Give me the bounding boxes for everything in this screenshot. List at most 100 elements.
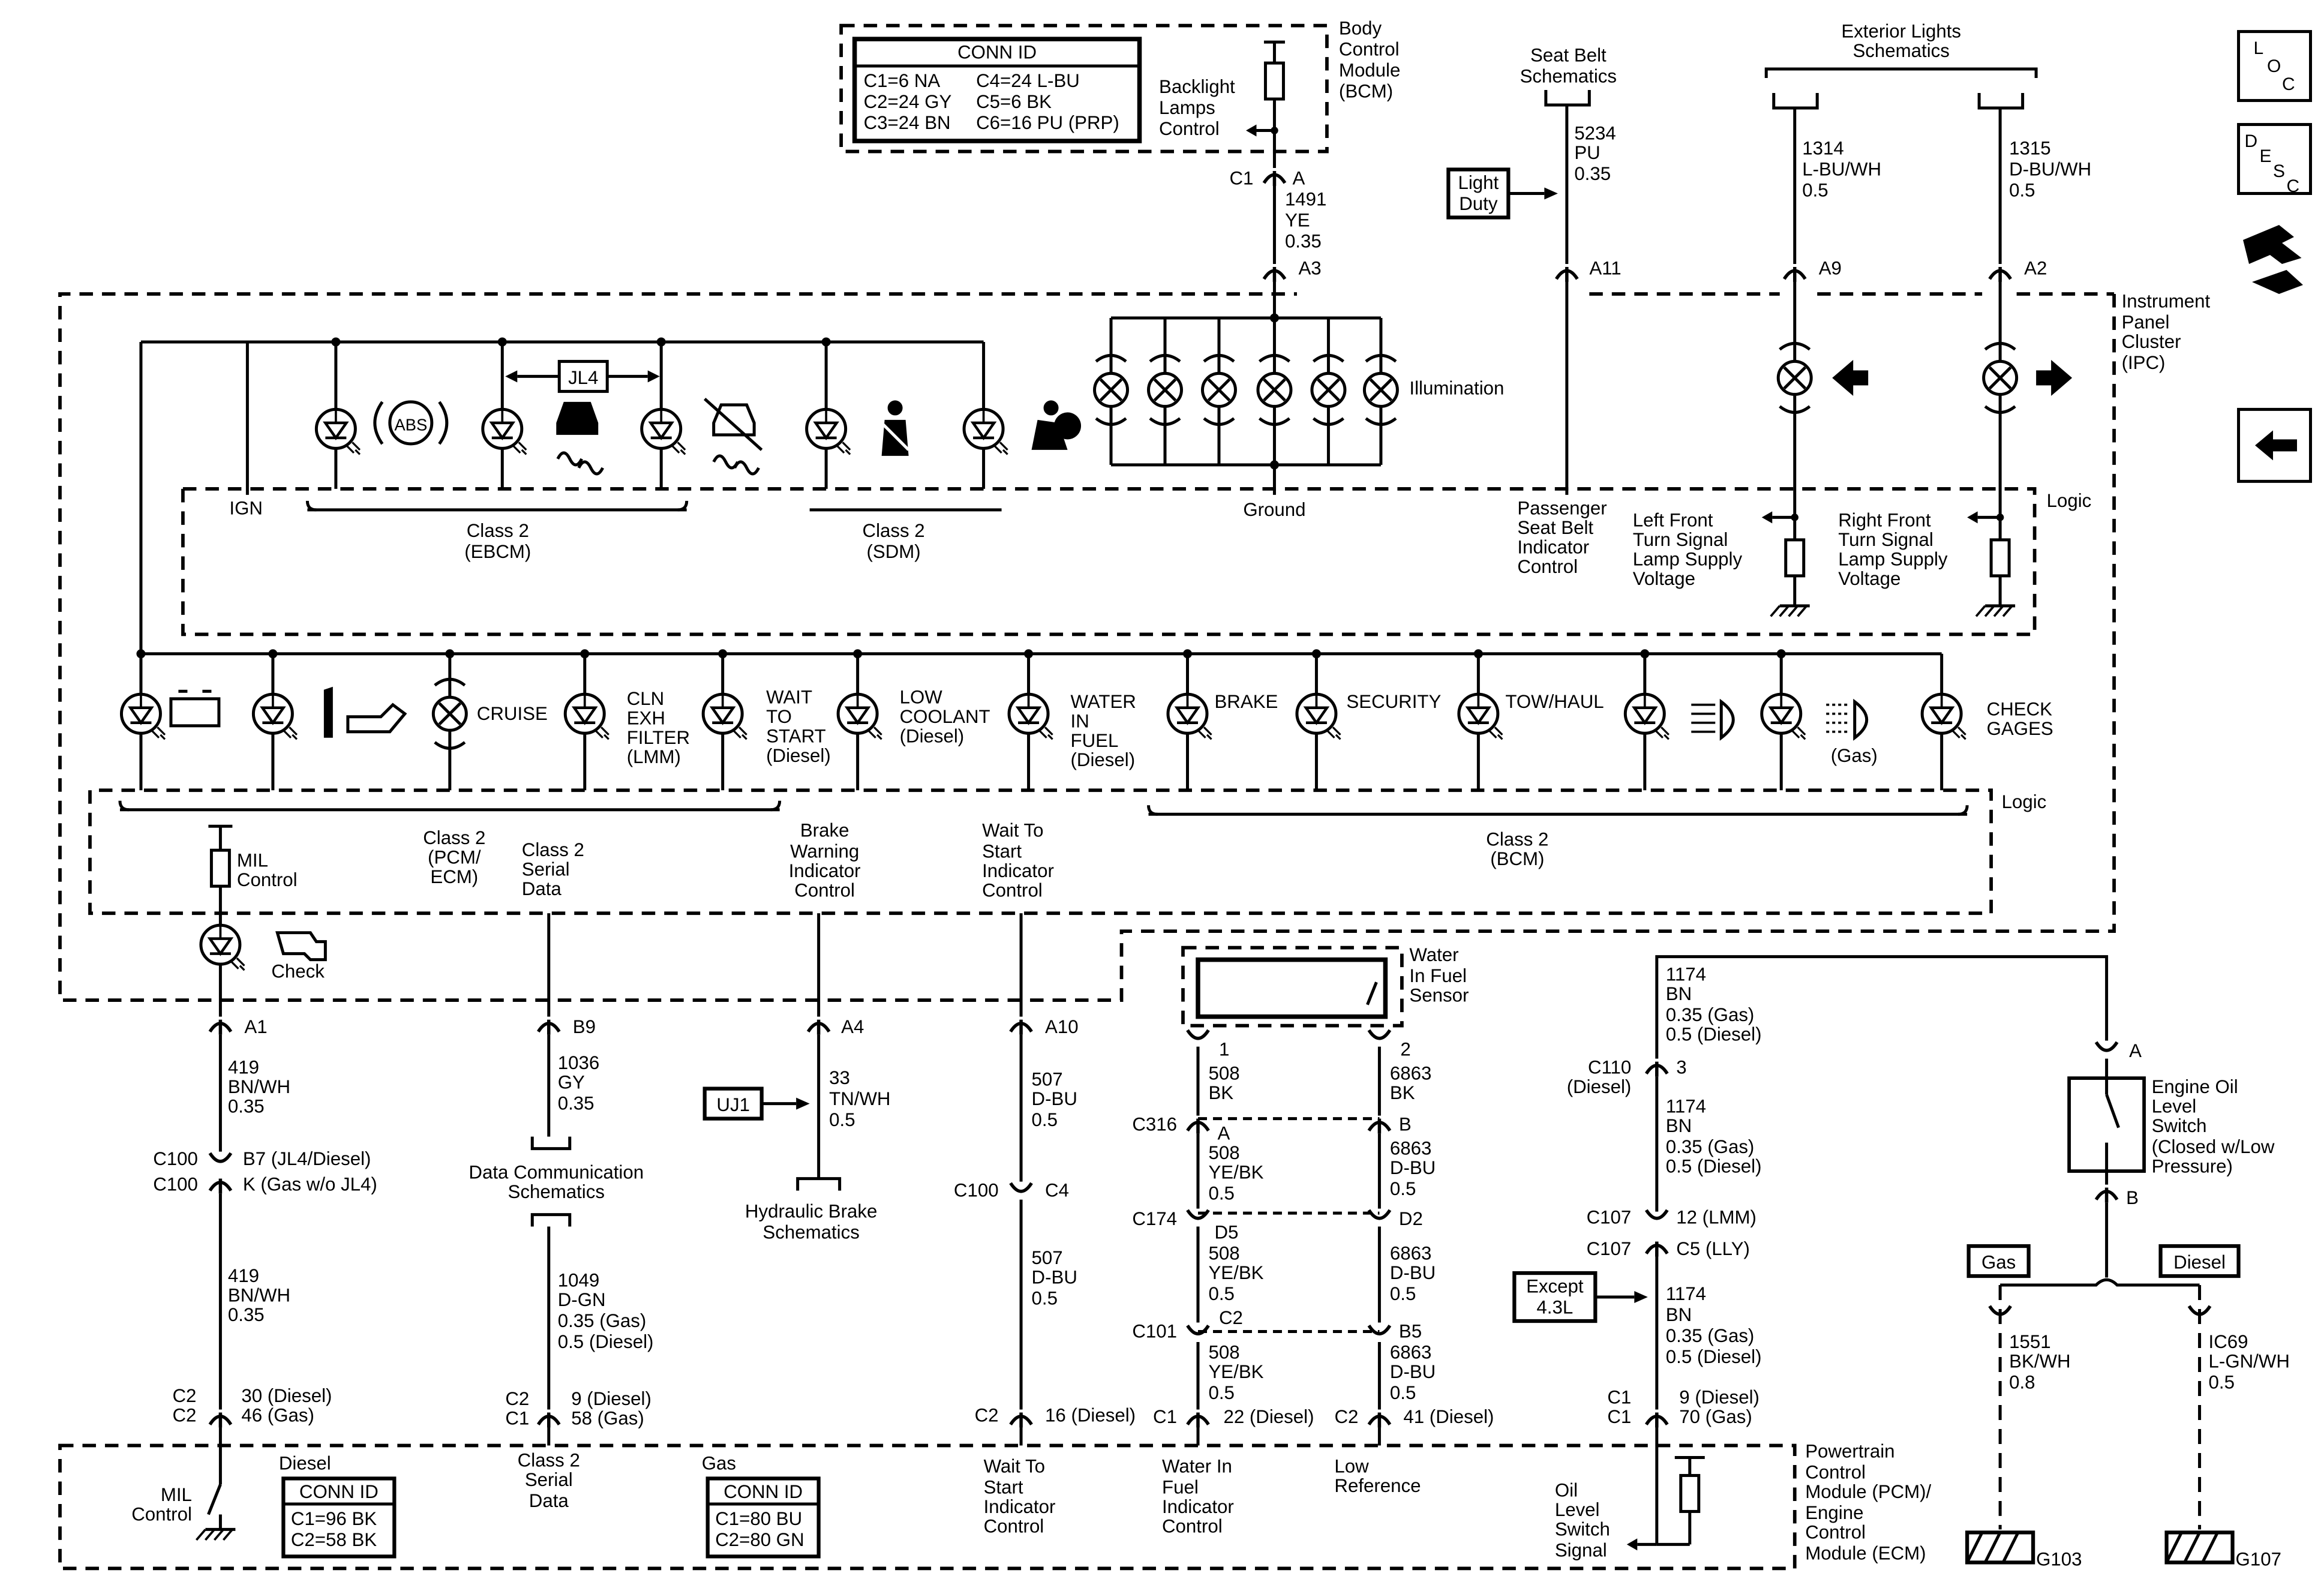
cln-2: EXH (627, 707, 665, 728)
oil-c107a: C107 (1587, 1207, 1632, 1228)
wif-l-wire3-num: 508 (1208, 1243, 1239, 1264)
oil-gas-box: Gas (1981, 1252, 2016, 1273)
wait-pcm-pin: 16 (Diesel) (1045, 1404, 1136, 1425)
diesel-table-r1: C1=96 BK (291, 1508, 377, 1529)
ipc-title-3: Cluster (2122, 331, 2181, 352)
mil-wire1-size: 0.35 (228, 1096, 265, 1117)
wrench-icon (323, 686, 333, 738)
wif-l-wire3-size: 0.5 (1208, 1283, 1234, 1304)
loc-button[interactable]: L O C (2237, 30, 2313, 103)
serial-wire1-num: 1036 (558, 1052, 599, 1073)
except-2: 4.3L (1536, 1297, 1573, 1318)
pcm-wif-1: Water In (1162, 1455, 1232, 1476)
backlight-label-2: Lamps (1159, 97, 1215, 118)
right-arrow-icon (2036, 359, 2073, 396)
mil-c100a: C100 (153, 1148, 198, 1169)
jl4-label: JL4 (568, 367, 598, 388)
low-coolant-2: COOLANT (900, 706, 990, 727)
wif-l-wire2-num: 508 (1208, 1142, 1239, 1163)
wait-c100: C100 (954, 1180, 999, 1201)
jl4-arrow: JL4 (505, 359, 660, 393)
desc-icon: D (2245, 131, 2258, 151)
back-button[interactable] (2237, 407, 2313, 483)
wait-1: WAIT (766, 686, 812, 707)
wire-5234-size: 0.35 (1574, 163, 1611, 184)
check-gages-1: CHECK (1987, 698, 2053, 719)
class2-pcm-1: Class 2 (423, 827, 485, 848)
wif-c174-d5: D5 (1214, 1222, 1238, 1243)
oil-c107b: C107 (1587, 1238, 1632, 1259)
traction-indicator (483, 337, 604, 489)
serial-wire2-num: 1049 (558, 1270, 599, 1291)
wif-r-wire2-num: 6863 (1390, 1138, 1431, 1159)
wif-r-wire4-size: 0.5 (1390, 1382, 1416, 1403)
class2-bcm-2: (BCM) (1490, 848, 1544, 869)
desc-icon-s: S (2273, 161, 2285, 181)
left-arrow-icon (1832, 359, 1869, 396)
wif-c316: C316 (1132, 1114, 1177, 1135)
ipc-title-4: (IPC) (2122, 352, 2166, 373)
pcm-title-5: Control (1805, 1521, 1866, 1542)
bcm-block: Body Control Module (BCM) CONN ID C1=6 N… (839, 18, 1400, 169)
wif-r-wire3-size: 0.5 (1390, 1283, 1416, 1304)
oil-c110-pin: 3 (1676, 1057, 1686, 1078)
uj1-label: UJ1 (716, 1094, 750, 1115)
oil-wire2-color: BN (1666, 1115, 1692, 1136)
mil-label-2: Control (237, 869, 298, 890)
oil-wire3-size2: 0.5 (Diesel) (1666, 1346, 1762, 1367)
oil-pin-a: A (2129, 1040, 2142, 1061)
wif-r-wire2-size: 0.5 (1390, 1178, 1416, 1199)
pcm-wif-2: Fuel (1162, 1476, 1199, 1497)
hydraulic-label-1: Hydraulic Brake (745, 1201, 877, 1222)
hydraulic-label-2: Schematics (762, 1222, 859, 1243)
loc-icon: L (2254, 38, 2264, 58)
oil-wire2-num: 1174 (1666, 1096, 1706, 1117)
check-label: Check (271, 961, 325, 982)
check-gages-2: GAGES (1987, 718, 2053, 739)
logic-label-2: Logic (2002, 791, 2047, 812)
left-turn-label-4: Voltage (1633, 568, 1695, 589)
oil-c107a-pin: 12 (LMM) (1676, 1207, 1756, 1228)
fog-lamp-icon (1853, 698, 1869, 741)
pcm-wait-2: Start (984, 1476, 1023, 1497)
abs-text: ABS (394, 415, 427, 434)
wait-c100-pin: C4 (1045, 1180, 1069, 1201)
wif-r-wire3-color: D-BU (1390, 1262, 1436, 1283)
desc-button[interactable]: D E S C (2237, 123, 2313, 196)
mil-c100a-pin: B7 (JL4/Diesel) (243, 1148, 371, 1169)
mil-conn2: C2 (172, 1404, 196, 1425)
serial-wire2-color: D-GN (558, 1289, 606, 1310)
security-label: SECURITY (1346, 691, 1441, 712)
wif-l-wire4-num: 508 (1208, 1342, 1239, 1363)
mil-wire2-color: BN/WH (228, 1285, 290, 1306)
wait-wire1-size: 0.5 (1032, 1109, 1058, 1130)
pcm-block: Powertrain Control Module (PCM)/ Engine … (58, 1440, 1932, 1571)
brake-warning-3: Indicator (789, 860, 861, 881)
wait-conn: C2 (975, 1404, 999, 1425)
oil-c107b-pin: C5 (LLY) (1676, 1238, 1750, 1259)
oil-c110: C110 (1588, 1057, 1631, 1078)
oil-pcm-pin2: 70 (Gas) (1679, 1406, 1752, 1427)
gas-wire-color: BK/WH (2009, 1350, 2070, 1371)
oil-wire3-color: BN (1666, 1304, 1692, 1325)
connector-view-button[interactable] (2243, 224, 2304, 294)
wif-sensor-2: In Fuel (1409, 965, 1467, 986)
oil-wire1-size1: 0.35 (Gas) (1666, 1004, 1755, 1025)
tow-label: TOW/HAUL (1505, 691, 1604, 712)
pcm-title-4: Engine (1805, 1502, 1863, 1523)
class2-serial-1: Class 2 (522, 839, 584, 860)
pcm-title-1: Powertrain (1805, 1440, 1894, 1461)
seat-belt-control-4: Control (1517, 556, 1578, 577)
wire-1315-num: 1315 (2009, 138, 2050, 159)
battery-icon (169, 697, 221, 728)
gas-wire-num: 1551 (2009, 1331, 2050, 1352)
diesel-wire-size: 0.5 (2209, 1371, 2235, 1392)
class2-ebcm-2: (EBCM) (464, 541, 531, 562)
pcm-oil-1: Oil (1555, 1479, 1578, 1500)
ground-label: Ground (1243, 499, 1305, 520)
water-4: (Diesel) (1071, 749, 1136, 770)
bcm-conn-r2c1: C2=24 GY (864, 91, 952, 112)
wire-5234-color: PU (1574, 142, 1600, 163)
gas-label: (Gas) (1831, 745, 1878, 766)
class2-serial-3: Data (522, 878, 562, 899)
